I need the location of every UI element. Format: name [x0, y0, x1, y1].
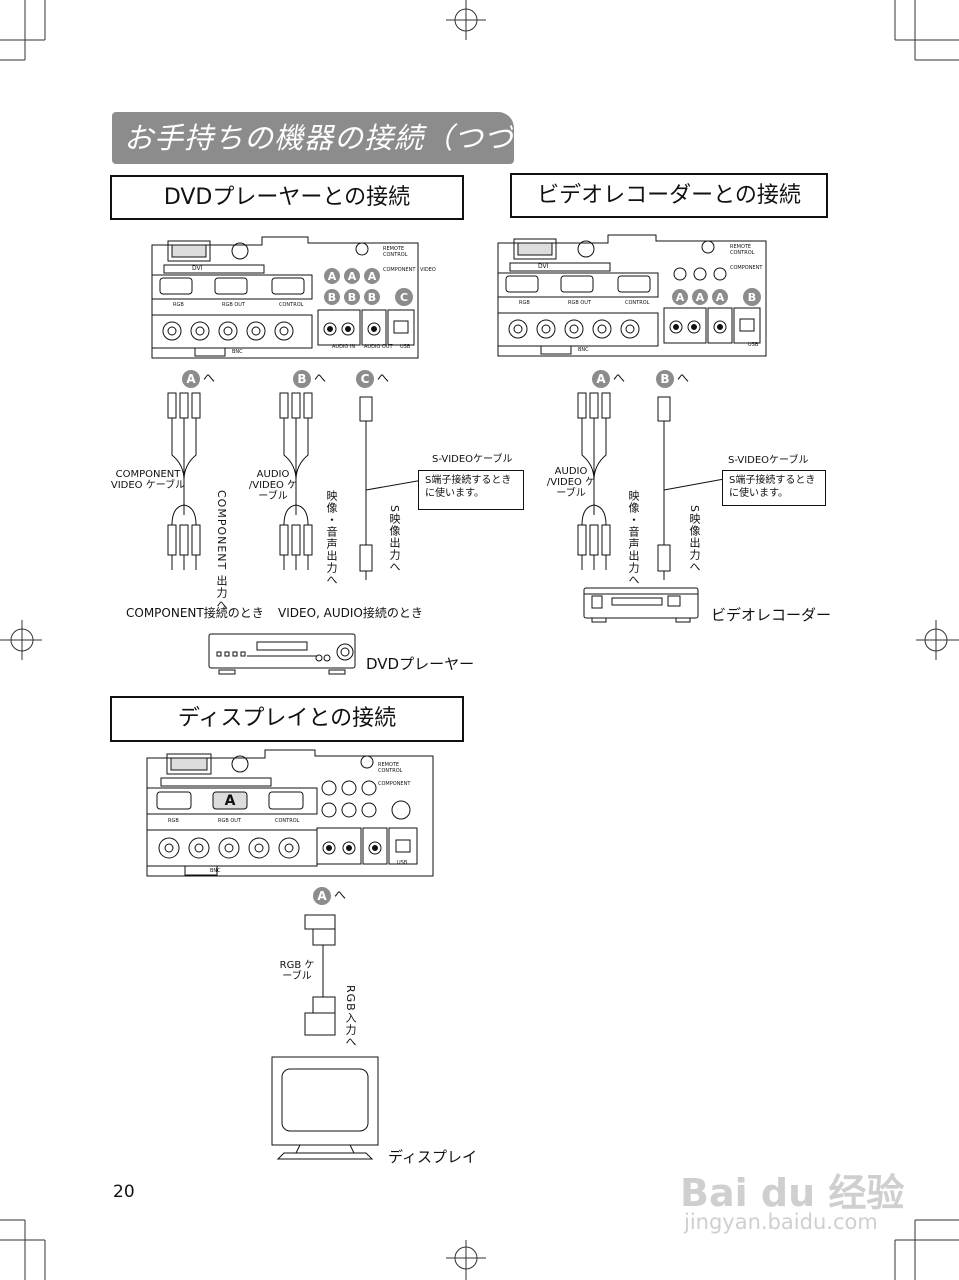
- panel-control-label: CONTROL: [275, 818, 300, 824]
- panel-control-label: CONTROL: [279, 302, 304, 308]
- dvd-section-heading: DVDプレーヤーとの接続: [110, 175, 464, 220]
- svg-text:B: B: [748, 291, 756, 304]
- display-cable: [304, 914, 336, 1036]
- watermark-brand: Bai du 经验: [680, 1171, 905, 1215]
- vcr-s-out-label: S映像出力へ: [688, 505, 701, 573]
- panel-component-label: COMPONENT: [383, 267, 416, 273]
- caption-component: COMPONENT接続のとき: [126, 606, 264, 620]
- dvd-svideo-cable-label: S-VIDEOケーブル: [432, 454, 513, 465]
- monitor-image: [271, 1056, 379, 1160]
- page-number: 20: [113, 1182, 135, 1202]
- panel-dvi-label: DVI: [538, 263, 549, 270]
- projector-panel-display: A: [146, 749, 434, 877]
- dvd-av-out-label: 映像・音声出力へ: [325, 490, 338, 586]
- svg-text:B: B: [368, 291, 376, 304]
- vcr-av-cable-label: AUDIO /VIDEO ケーブル: [546, 466, 596, 499]
- marker-b-badge: B: [293, 370, 311, 388]
- vcr-cables: [577, 392, 736, 580]
- panel-usb-label: USB: [397, 860, 408, 866]
- panel-control-label: CONTROL: [625, 300, 650, 306]
- panel-rgb-label: RGB: [168, 818, 179, 824]
- panel-bnc-label: BNC: [210, 868, 221, 874]
- svg-text:C: C: [400, 291, 408, 304]
- marker-a-badge: A: [182, 370, 200, 388]
- component-cable-label: COMPONENT VIDEO ケーブル: [110, 469, 186, 491]
- dvd-av-cable-label: AUDIO /VIDEO ケーブル: [248, 469, 298, 502]
- watermark-url: jingyan.baidu.com: [684, 1210, 878, 1234]
- vcr-image: [583, 587, 699, 623]
- dvd-s-out-label: S映像出力へ: [388, 505, 401, 573]
- marker-a-badge: A: [313, 887, 331, 905]
- dvd-player-image: [208, 633, 356, 675]
- panel-rgb-label: RGB: [519, 300, 530, 306]
- svg-text:A: A: [225, 793, 236, 809]
- svg-text:A: A: [716, 291, 725, 304]
- panel-component-label: COMPONENT: [378, 781, 411, 787]
- panel-bnc-label: BNC: [232, 349, 243, 355]
- panel-usb-label: USB: [748, 342, 759, 348]
- panel-usb-label: USB: [400, 344, 411, 350]
- display-label: ディスプレイ: [388, 1148, 477, 1166]
- panel-audioout-label: AUDIO OUT: [364, 344, 393, 350]
- marker-c-badge: C: [356, 370, 374, 388]
- panel-rgb-label: RGB: [173, 302, 184, 308]
- marker-to-label: へ: [677, 371, 690, 385]
- vcr-svideo-note: S端子接続するときに使います。: [722, 470, 826, 506]
- vcr-av-out-label: 映像・音声出力へ: [627, 490, 640, 586]
- svg-text:B: B: [348, 291, 356, 304]
- vcr-label: ビデオレコーダー: [711, 606, 832, 624]
- panel-remote-label: REMOTE CONTROL: [730, 244, 755, 256]
- svg-text:A: A: [368, 270, 377, 283]
- dvd-cables: [167, 392, 441, 580]
- marker-to-label: へ: [334, 888, 347, 902]
- vcr-section-heading: ビデオレコーダーとの接続: [510, 173, 828, 218]
- panel-video-label: VIDEO: [420, 267, 436, 273]
- panel-audioin-label: AUDIO IN: [332, 344, 356, 350]
- panel-rgbout-label: RGB OUT: [218, 818, 242, 824]
- panel-rgbout-label: RGB OUT: [222, 302, 246, 308]
- vcr-svideo-cable-label: S-VIDEOケーブル: [728, 455, 809, 466]
- svg-text:B: B: [328, 291, 336, 304]
- caption-av: VIDEO, AUDIO接続のとき: [278, 606, 423, 620]
- marker-to-label: へ: [314, 371, 327, 385]
- dvd-player-label: DVDプレーヤー: [366, 655, 475, 673]
- panel-remote-label: REMOTE CONTROL: [378, 762, 403, 774]
- marker-a-badge: A: [592, 370, 610, 388]
- panel-remote-label: REMOTE CONTROL: [383, 246, 408, 258]
- rgb-cable-label: RGB ケーブル: [279, 960, 315, 982]
- marker-to-label: へ: [613, 371, 626, 385]
- component-out-label: COMPONENT 出力へ: [215, 490, 228, 611]
- svg-text:A: A: [328, 270, 337, 283]
- dvd-svideo-note: S端子接続するときに使います。: [418, 470, 524, 510]
- panel-dvi-label: DVI: [192, 265, 203, 272]
- svg-text:A: A: [696, 291, 705, 304]
- marker-to-label: へ: [203, 371, 216, 385]
- panel-component-label: COMPONENT: [730, 265, 763, 271]
- marker-b-badge: B: [656, 370, 674, 388]
- panel-bnc-label: BNC: [578, 347, 589, 353]
- svg-text:A: A: [676, 291, 685, 304]
- rgb-in-label: RGB入力へ: [344, 985, 357, 1048]
- marker-to-label: へ: [377, 371, 390, 385]
- panel-rgbout-label: RGB OUT: [568, 300, 592, 306]
- page-banner: お手持ちの機器の接続（つづき）: [112, 112, 514, 207]
- svg-text:A: A: [348, 270, 357, 283]
- display-section-heading: ディスプレイとの接続: [110, 696, 464, 742]
